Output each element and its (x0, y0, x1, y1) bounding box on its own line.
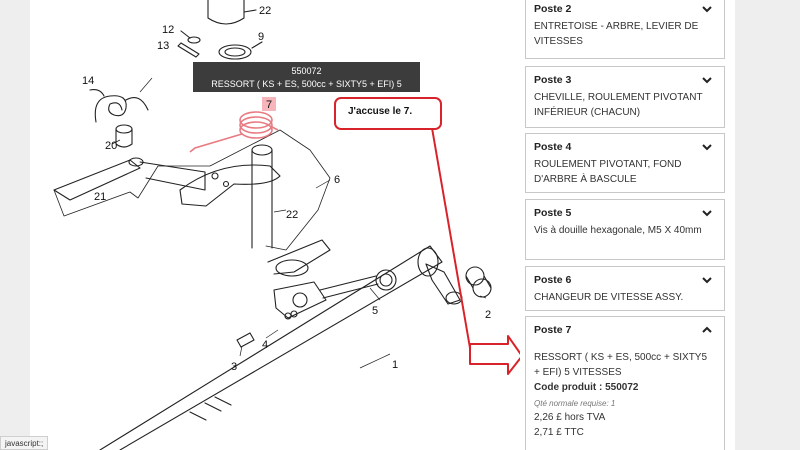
price-incl-vat: 2,71 £ TTC (534, 427, 584, 438)
part-label-9[interactable]: 9 (258, 31, 264, 43)
chevron-down-icon[interactable] (701, 208, 713, 218)
poste-description: RESSORT ( KS + ES, 500cc + SIXTY5 + EFI)… (534, 352, 708, 378)
poste-item-5[interactable]: Poste 5 Vis à douille hexagonale, M5 X 4… (525, 199, 725, 260)
annotation-arrow (431, 127, 520, 375)
part-label-1[interactable]: 1 (392, 359, 398, 371)
chevron-down-icon[interactable] (701, 4, 713, 14)
poste-description: CHEVILLE, ROULEMENT PIVOTANT INFÉRIEUR (… (534, 92, 703, 118)
poste-description: ROULEMENT PIVOTANT, FOND D'ARBRE À BASCU… (534, 159, 682, 185)
highlighted-part-7 (189, 111, 279, 153)
poste-item-2[interactable]: Poste 2 ENTRETOISE - ARBRE, LEVIER DE VI… (525, 0, 725, 59)
chevron-down-icon[interactable] (701, 142, 713, 152)
poste-item-3[interactable]: Poste 3 CHEVILLE, ROULEMENT PIVOTANT INF… (525, 66, 725, 128)
annotation-text: J'accuse le 7. (348, 106, 413, 117)
poste-title: Poste 7 (534, 324, 572, 336)
poste-title: Poste 2 (534, 3, 572, 15)
tooltip-code: 550072 (291, 66, 322, 76)
part-label-4[interactable]: 4 (262, 339, 268, 351)
part-tooltip: 550072 RESSORT ( KS + ES, 500cc + SIXTY5… (193, 62, 420, 102)
parts-list: Poste 2 ENTRETOISE - ARBRE, LEVIER DE VI… (525, 0, 727, 450)
poste-description: ENTRETOISE - ARBRE, LEVIER DE VITESSES (534, 21, 699, 47)
annotation-callout: J'accuse le 7. (334, 97, 442, 130)
poste-item-7[interactable]: Poste 7 RESSORT ( KS + ES, 500cc + SIXTY… (525, 316, 725, 450)
poste-item-6[interactable]: Poste 6 CHANGEUR DE VITESSE ASSY. (525, 266, 725, 311)
chevron-down-icon[interactable] (701, 275, 713, 285)
poste-description: CHANGEUR DE VITESSE ASSY. (534, 292, 684, 303)
part-label-10[interactable]: 22 (259, 5, 271, 17)
product-code: Code produit : 550072 (534, 382, 639, 393)
part-label-7[interactable]: 7 (266, 99, 272, 111)
part-label-21[interactable]: 21 (94, 191, 106, 203)
quantity-required: Qté normale requise: 1 (534, 399, 616, 408)
part-label-2[interactable]: 2 (485, 309, 491, 321)
poste-title: Poste 6 (534, 274, 572, 286)
chevron-down-icon[interactable] (701, 75, 713, 85)
part-label-22[interactable]: 22 (286, 209, 298, 221)
part-label-6[interactable]: 6 (334, 174, 340, 186)
exploded-view-drawing: 22 9 12 13 14 7 20 6 21 22 5 2 4 3 1 (53, 0, 520, 450)
poste-item-4[interactable]: Poste 4 ROULEMENT PIVOTANT, FOND D'ARBRE… (525, 133, 725, 193)
poste-title: Poste 3 (534, 74, 572, 86)
poste-title: Poste 4 (534, 141, 572, 153)
page-viewport: 22 9 12 13 14 7 20 6 21 22 5 2 4 3 1 (30, 0, 735, 450)
part-label-13[interactable]: 13 (157, 40, 169, 52)
part-label-3[interactable]: 3 (231, 361, 237, 373)
status-text: javascript:; (5, 439, 44, 448)
status-bar: javascript:; (0, 436, 49, 450)
parts-diagram: 22 9 12 13 14 7 20 6 21 22 5 2 4 3 1 (30, 0, 520, 450)
part-label-12[interactable]: 12 (162, 24, 174, 36)
tooltip-description: RESSORT ( KS + ES, 500cc + SIXTY5 + EFI)… (211, 79, 402, 102)
poste-description: Vis à douille hexagonale, M5 X 40mm (534, 225, 702, 236)
part-label-20[interactable]: 20 (105, 140, 117, 152)
chevron-up-icon[interactable] (701, 325, 713, 335)
price-excl-vat: 2,26 £ hors TVA (534, 412, 606, 423)
part-label-5[interactable]: 5 (372, 305, 378, 317)
poste-title: Poste 5 (534, 207, 572, 219)
part-label-14[interactable]: 14 (82, 75, 94, 87)
